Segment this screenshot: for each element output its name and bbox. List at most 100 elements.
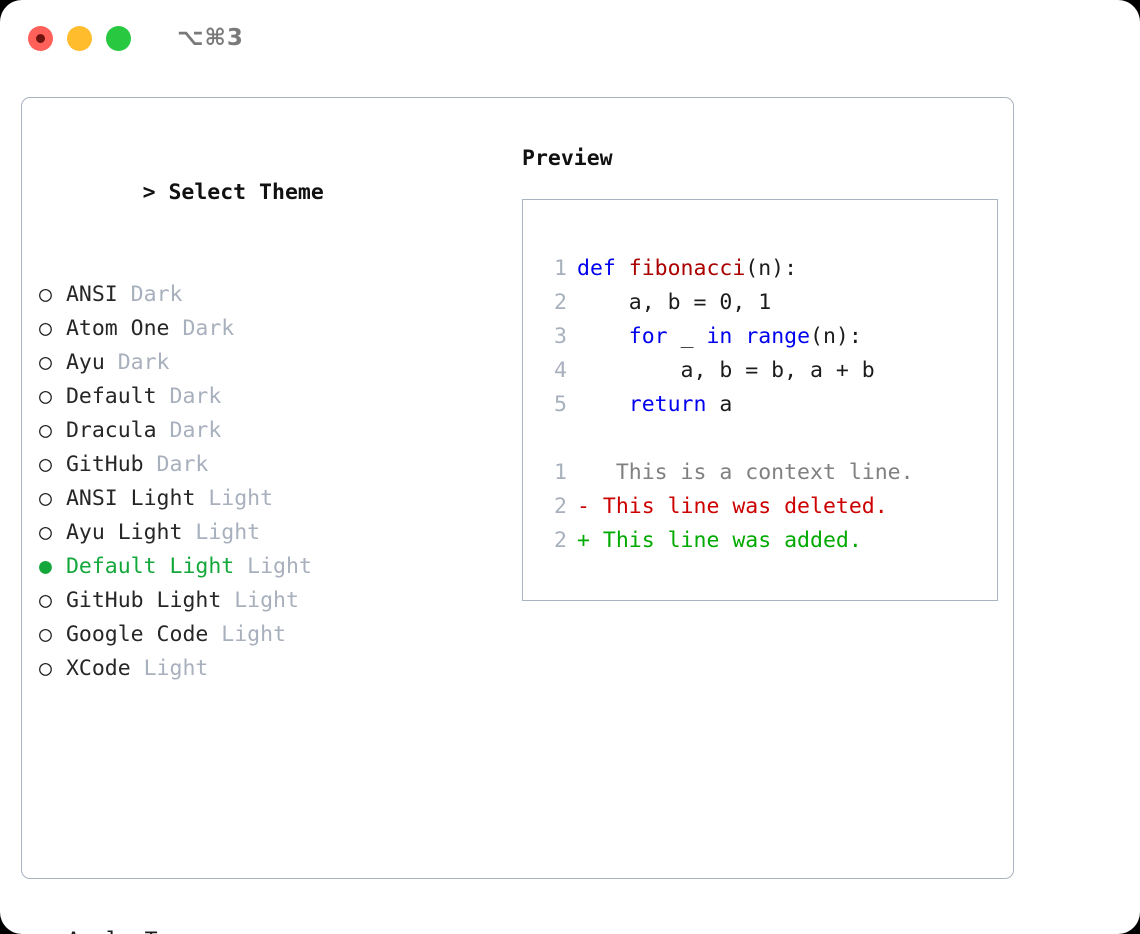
theme-option-xcode[interactable]: ○ XCode Light — [39, 652, 509, 686]
maximize-button[interactable] — [106, 25, 131, 51]
code-token-plain: a, b = 0, 1 — [577, 290, 772, 315]
theme-option-label: Ayu — [53, 350, 105, 375]
radio-unselected-icon: ○ — [39, 486, 52, 511]
diff-text: This is a context line. — [589, 460, 914, 485]
radio-unselected-icon: ○ — [39, 316, 52, 341]
code-diff-gap — [541, 422, 997, 456]
theme-option-github-light[interactable]: ○ GitHub Light Light — [39, 584, 509, 618]
close-button[interactable] — [28, 25, 53, 51]
line-number: 3 — [554, 324, 567, 349]
theme-option-tag: Light — [195, 486, 274, 511]
radio-unselected-icon: ○ — [39, 384, 52, 409]
theme-option-label: Default Light — [53, 554, 235, 579]
theme-option-tag: Dark — [156, 418, 222, 443]
theme-option-label: GitHub Light — [53, 588, 222, 613]
theme-option-tag: Dark — [117, 282, 183, 307]
diff-line: 2- This line was deleted. — [541, 490, 997, 524]
radio-unselected-icon: ○ — [39, 622, 52, 647]
code-token-plain: _ — [667, 324, 707, 349]
code-token-plain: (n): — [810, 324, 862, 349]
theme-option-ansi[interactable]: ○ ANSI Dark — [39, 278, 509, 312]
apply-to-heading: Apply To — [39, 924, 509, 934]
theme-list: ○ ANSI Dark○ Atom One Dark○ Ayu Dark○ De… — [39, 278, 509, 686]
code-token-kw: return — [628, 392, 707, 417]
theme-option-ansi-light[interactable]: ○ ANSI Light Light — [39, 482, 509, 516]
theme-option-tag: Light — [130, 656, 209, 681]
radio-unselected-icon: ○ — [39, 452, 52, 477]
theme-option-tag: Dark — [104, 350, 170, 375]
theme-option-atom-one[interactable]: ○ Atom One Dark — [39, 312, 509, 346]
theme-option-dracula[interactable]: ○ Dracula Dark — [39, 414, 509, 448]
title-bar: ⌥⌘3 — [0, 0, 1140, 76]
theme-selector-pane: > Select Theme ○ ANSI Dark○ Atom One Dar… — [39, 142, 509, 934]
diff-marker: + — [577, 528, 590, 553]
diff-line: 2 + This line was added. — [541, 524, 997, 558]
radio-selected-icon: ● — [39, 554, 52, 579]
theme-option-google-code[interactable]: ○ Google Code Light — [39, 618, 509, 652]
theme-option-label: Dracula — [53, 418, 157, 443]
preview-heading: Preview — [522, 146, 613, 171]
theme-option-tag: Light — [234, 554, 312, 579]
code-token-plain — [732, 324, 745, 349]
theme-option-label: XCode — [53, 656, 131, 681]
theme-option-tag: Light — [182, 520, 261, 545]
code-token-plain: (n): — [745, 256, 798, 281]
code-token-plain — [577, 392, 629, 417]
code-line: 5 return a — [541, 388, 997, 422]
code-line: 4 a, b = b, a + b — [541, 354, 997, 388]
code-line: 2 a, b = 0, 1 — [541, 286, 997, 320]
radio-unselected-icon: ○ — [39, 588, 52, 613]
line-number: 2 — [554, 528, 567, 553]
traffic-lights — [28, 25, 131, 51]
theme-option-ayu-light[interactable]: ○ Ayu Light Light — [39, 516, 509, 550]
minimize-button[interactable] — [67, 25, 92, 51]
theme-option-label: GitHub — [53, 452, 144, 477]
code-line: 3 for _ in range(n): — [541, 320, 997, 354]
line-number: 4 — [554, 358, 567, 383]
theme-option-default-light[interactable]: ● Default Light Light — [39, 550, 509, 584]
line-number: 1 — [554, 256, 567, 281]
code-token-kw: range — [745, 324, 811, 349]
line-number: 1 — [554, 460, 567, 485]
theme-option-label: Atom One — [53, 316, 170, 341]
line-number: 5 — [554, 392, 567, 417]
theme-option-label: Ayu Light — [53, 520, 183, 545]
theme-option-label: Google Code — [53, 622, 209, 647]
radio-unselected-icon: ○ — [39, 282, 52, 307]
theme-option-github[interactable]: ○ GitHub Dark — [39, 448, 509, 482]
radio-unselected-icon: ○ — [39, 418, 52, 443]
theme-option-default[interactable]: ○ Default Dark — [39, 380, 509, 414]
main-panel: > Select Theme ○ ANSI Dark○ Atom One Dar… — [21, 97, 1014, 934]
diff-text: This line was deleted. — [589, 494, 888, 519]
theme-option-tag: Dark — [156, 384, 222, 409]
theme-option-label: ANSI — [53, 282, 118, 307]
diff-line: 1 This is a context line. — [541, 456, 997, 490]
code-token-kw: def — [577, 256, 629, 281]
line-number: 2 — [554, 494, 567, 519]
code-token-plain: a — [706, 392, 733, 417]
radio-unselected-icon: ○ — [39, 656, 52, 681]
diff-marker — [577, 460, 590, 485]
code-token-plain: a, b = b, a + b — [577, 358, 875, 383]
select-theme-heading: > Select Theme — [142, 180, 324, 205]
diff-text: This line was added. — [589, 528, 862, 553]
code-token-kw: for — [628, 324, 668, 349]
theme-option-tag: Light — [208, 622, 287, 647]
theme-option-tag: Dark — [143, 452, 209, 477]
code-token-kw: in — [706, 324, 733, 349]
diff-sample: 1 This is a context line.2- This line wa… — [541, 456, 997, 558]
radio-unselected-icon: ○ — [39, 350, 52, 375]
theme-option-tag: Light — [221, 588, 299, 613]
code-line: 1 def fibonacci(n): — [541, 252, 997, 286]
diff-marker: - — [577, 494, 590, 519]
theme-option-ayu[interactable]: ○ Ayu Dark — [39, 346, 509, 380]
theme-option-tag: Dark — [169, 316, 235, 341]
theme-option-label: ANSI Light — [53, 486, 196, 511]
code-token-fn: fibonacci — [628, 256, 746, 281]
code-token-plain — [577, 324, 629, 349]
line-number: 2 — [554, 290, 567, 315]
